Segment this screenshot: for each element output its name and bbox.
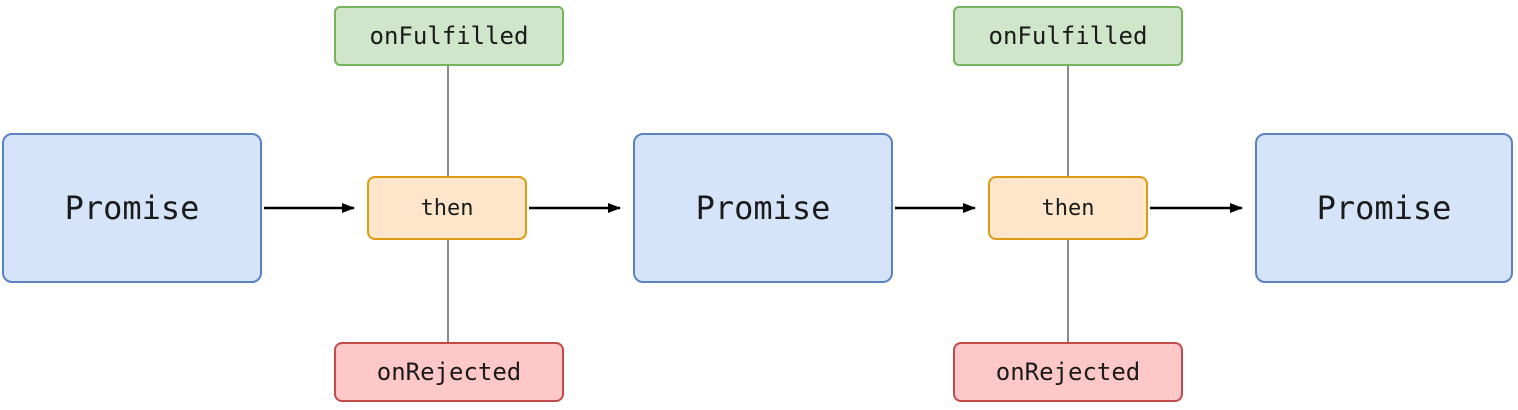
node-on-fulfilled-1-label: onFulfilled <box>369 22 529 50</box>
node-then-1: then <box>367 176 527 240</box>
node-promise-2: Promise <box>633 133 893 283</box>
node-on-fulfilled-2: onFulfilled <box>953 6 1183 66</box>
node-on-rejected-2: onRejected <box>953 342 1183 402</box>
node-on-rejected-1: onRejected <box>334 342 564 402</box>
node-promise-3: Promise <box>1255 133 1513 283</box>
node-then-2-label: then <box>1041 195 1095 221</box>
node-promise-3-label: Promise <box>1316 189 1452 227</box>
node-then-2: then <box>988 176 1148 240</box>
node-on-fulfilled-2-label: onFulfilled <box>988 22 1148 50</box>
handler-connectors <box>447 66 1069 342</box>
node-on-rejected-2-label: onRejected <box>995 358 1141 386</box>
node-on-fulfilled-1: onFulfilled <box>334 6 564 66</box>
node-promise-2-label: Promise <box>695 189 831 227</box>
node-then-1-label: then <box>420 195 474 221</box>
node-promise-1: Promise <box>2 133 262 283</box>
node-on-rejected-1-label: onRejected <box>376 358 522 386</box>
node-promise-1-label: Promise <box>64 189 200 227</box>
